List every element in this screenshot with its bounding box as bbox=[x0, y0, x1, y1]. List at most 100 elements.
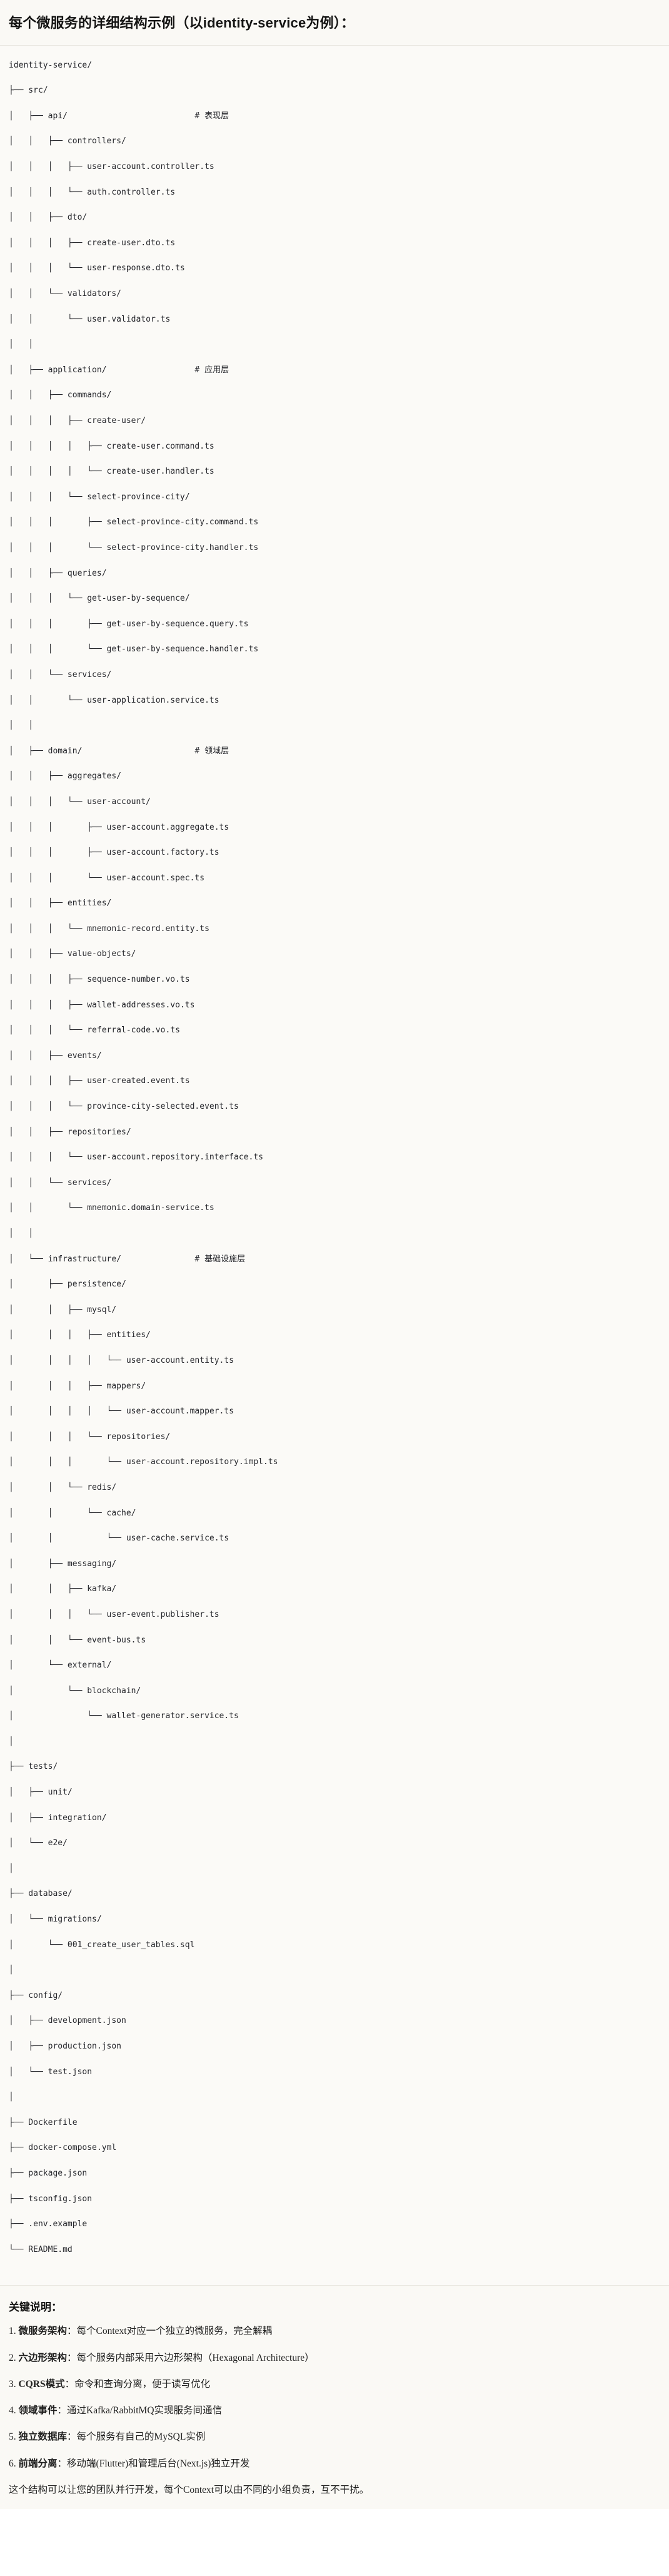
key-note-term: 领域事件 bbox=[18, 2405, 58, 2416]
tree-line: │ │ │ │ └── create-user.handler.ts bbox=[9, 467, 214, 477]
key-note-description: 移动端(Flutter)和管理后台(Next.js)独立开发 bbox=[67, 2458, 250, 2469]
tree-line: identity-service/ bbox=[9, 60, 93, 70]
directory-tree: identity-service/ ├── src/ │ ├── api/ # … bbox=[9, 59, 660, 2269]
tree-line: │ │ └── mnemonic.domain-service.ts bbox=[9, 1203, 214, 1213]
tree-line: │ ├── unit/ bbox=[9, 1788, 73, 1798]
key-note-description: 通过Kafka/RabbitMQ实现服务间通信 bbox=[67, 2405, 223, 2416]
tree-line: │ │ │ └── user-response.dto.ts bbox=[9, 263, 185, 273]
key-note-number: 4. bbox=[9, 2405, 19, 2416]
tree-line: │ │ │ └── mnemonic-record.entity.ts bbox=[9, 924, 209, 934]
key-notes-list: 1. 微服务架构：每个Context对应一个独立的微服务，完全解耦 2. 六边形架… bbox=[9, 2324, 660, 2471]
tree-line: │ │ bbox=[9, 1229, 34, 1238]
key-note-item: 1. 微服务架构：每个Context对应一个独立的微服务，完全解耦 bbox=[9, 2324, 660, 2338]
key-note-term: CQRS模式 bbox=[18, 2378, 65, 2390]
tree-line: │ │ │ └── referral-code.vo.ts bbox=[9, 1026, 180, 1036]
tree-line: │ │ │ ├── user-account.controller.ts bbox=[9, 162, 214, 172]
tree-line: │ │ │ ├── user-account.aggregate.ts bbox=[9, 822, 229, 832]
tree-line: │ │ │ ├── get-user-by-sequence.query.ts bbox=[9, 619, 249, 629]
tree-line: │ │ ├── entities/ bbox=[9, 899, 112, 909]
tree-line: │ │ │ ├── select-province-city.command.t… bbox=[9, 517, 259, 527]
tree-line: │ │ │ └── select-province-city.handler.t… bbox=[9, 542, 259, 552]
tree-line: │ │ │ └── user-account.repository.impl.t… bbox=[9, 1457, 278, 1467]
tree-line: │ ├── domain/ # 领域层 bbox=[9, 746, 229, 756]
tree-line: │ │ ├── aggregates/ bbox=[9, 771, 122, 781]
key-note-description: 命令和查询分离，便于读写优化 bbox=[74, 2378, 211, 2390]
tree-line: │ │ │ ├── wallet-addresses.vo.ts bbox=[9, 1000, 195, 1010]
document-header: 每个微服务的详细结构示例（以identity-service为例）： bbox=[0, 0, 669, 46]
tree-line: ├── package.json bbox=[9, 2168, 88, 2178]
tree-line: │ ├── production.json bbox=[9, 2042, 122, 2051]
key-note-number: 6. bbox=[9, 2458, 19, 2469]
tree-line: │ │ └── services/ bbox=[9, 1178, 112, 1188]
tree-line: │ │ │ └── user-event.publisher.ts bbox=[9, 1609, 219, 1619]
tree-line: ├── src/ bbox=[9, 86, 48, 96]
key-note-item: 2. 六边形架构：每个服务内部采用六边形架构（Hexagonal Archite… bbox=[9, 2351, 660, 2365]
tree-line: │ │ │ └── user-account.spec.ts bbox=[9, 873, 205, 883]
tree-line: │ │ │ └── get-user-by-sequence/ bbox=[9, 594, 190, 604]
tree-line: │ │ ├── commands/ bbox=[9, 390, 112, 400]
tree-line: ├── tsconfig.json bbox=[9, 2194, 93, 2204]
key-note-item: 6. 前端分离：移动端(Flutter)和管理后台(Next.js)独立开发 bbox=[9, 2456, 660, 2471]
key-note-number: 3. bbox=[9, 2378, 19, 2390]
tree-line: │ │ │ └── province-city-selected.event.t… bbox=[9, 1102, 239, 1112]
key-note-description: 每个Context对应一个独立的微服务，完全解耦 bbox=[76, 2326, 273, 2337]
tree-line: │ ├── api/ # 表现层 bbox=[9, 111, 229, 121]
key-notes-footer: 这个结构可以让您的团队并行开发，每个Context可以由不同的小组负责，互不干扰… bbox=[9, 2484, 370, 2495]
tree-line: │ │ │ ├── create-user.dto.ts bbox=[9, 238, 176, 248]
tree-line: │ ├── integration/ bbox=[9, 1813, 107, 1823]
key-note-separator: ： bbox=[67, 2352, 77, 2363]
tree-line: │ │ ├── controllers/ bbox=[9, 136, 126, 146]
key-note-separator: ： bbox=[67, 2326, 77, 2337]
key-note-term: 独立数据库 bbox=[18, 2431, 68, 2443]
tree-line: │ └── e2e/ bbox=[9, 1838, 68, 1848]
tree-line: │ bbox=[9, 2092, 14, 2102]
tree-line: │ │ │ ├── user-account.factory.ts bbox=[9, 848, 219, 858]
key-notes-block: 关键说明： 1. 微服务架构：每个Context对应一个独立的微服务，完全解耦 2… bbox=[0, 2286, 669, 2509]
key-note-item: 4. 领域事件：通过Kafka/RabbitMQ实现服务间通信 bbox=[9, 2403, 660, 2418]
tree-line: │ └── 001_create_user_tables.sql bbox=[9, 1940, 195, 1950]
key-note-separator: ： bbox=[57, 2458, 68, 2469]
tree-line: │ │ │ ├── entities/ bbox=[9, 1330, 151, 1340]
tree-line: │ │ ├── dto/ bbox=[9, 213, 88, 223]
tree-line: │ │ │ ├── sequence-number.vo.ts bbox=[9, 975, 190, 985]
tree-line: │ └── external/ bbox=[9, 1661, 112, 1671]
tree-line: │ │ bbox=[9, 340, 34, 350]
key-note-term: 六边形架构 bbox=[18, 2352, 68, 2363]
tree-line: │ │ │ │ └── user-account.mapper.ts bbox=[9, 1407, 234, 1417]
key-note-item: 5. 独立数据库：每个服务有自己的MySQL实例 bbox=[9, 2430, 660, 2444]
tree-line: │ │ │ └── select-province-city/ bbox=[9, 492, 190, 502]
tree-line: ├── docker-compose.yml bbox=[9, 2143, 117, 2153]
key-note-term: 微服务架构 bbox=[18, 2326, 68, 2337]
tree-line: │ │ │ ├── user-created.event.ts bbox=[9, 1076, 190, 1086]
tree-line: │ ├── persistence/ bbox=[9, 1280, 126, 1290]
tree-line: │ │ ├── repositories/ bbox=[9, 1127, 131, 1137]
tree-line: │ └── wallet-generator.service.ts bbox=[9, 1711, 239, 1721]
tree-line: │ │ ├── mysql/ bbox=[9, 1305, 117, 1315]
tree-line: │ │ bbox=[9, 721, 34, 731]
tree-line: │ │ └── user-application.service.ts bbox=[9, 695, 219, 705]
tree-line: │ │ │ └── user-account/ bbox=[9, 797, 151, 807]
tree-line: ├── .env.example bbox=[9, 2219, 88, 2229]
key-note-term: 前端分离 bbox=[18, 2458, 58, 2469]
key-note-number: 2. bbox=[9, 2352, 19, 2363]
key-note-description: 每个服务有自己的MySQL实例 bbox=[76, 2431, 206, 2443]
tree-line: │ └── infrastructure/ # 基础设施层 bbox=[9, 1254, 246, 1264]
tree-line: │ │ │ ├── create-user/ bbox=[9, 416, 146, 425]
tree-line: ├── Dockerfile bbox=[9, 2117, 78, 2127]
tree-line: │ │ │ │ ├── create-user.command.ts bbox=[9, 441, 214, 451]
tree-line: │ │ │ └── get-user-by-sequence.handler.t… bbox=[9, 644, 259, 654]
tree-line: │ │ └── user.validator.ts bbox=[9, 314, 171, 324]
directory-tree-block: identity-service/ ├── src/ │ ├── api/ # … bbox=[0, 45, 669, 2286]
tree-line: │ │ │ │ └── user-account.entity.ts bbox=[9, 1355, 234, 1365]
tree-line: │ │ ├── queries/ bbox=[9, 568, 107, 578]
tree-line: │ │ └── user-cache.service.ts bbox=[9, 1534, 229, 1544]
tree-line: │ │ └── event-bus.ts bbox=[9, 1635, 146, 1645]
key-notes-title: 关键说明： bbox=[9, 2301, 62, 2314]
tree-line: │ │ │ └── auth.controller.ts bbox=[9, 187, 176, 197]
key-note-separator: ： bbox=[67, 2431, 77, 2443]
tree-line: │ ├── development.json bbox=[9, 2016, 126, 2026]
tree-line: │ bbox=[9, 1965, 14, 1975]
tree-line: │ │ └── services/ bbox=[9, 669, 112, 680]
tree-line: │ bbox=[9, 1863, 14, 1873]
tree-line: │ │ │ ├── mappers/ bbox=[9, 1381, 146, 1391]
